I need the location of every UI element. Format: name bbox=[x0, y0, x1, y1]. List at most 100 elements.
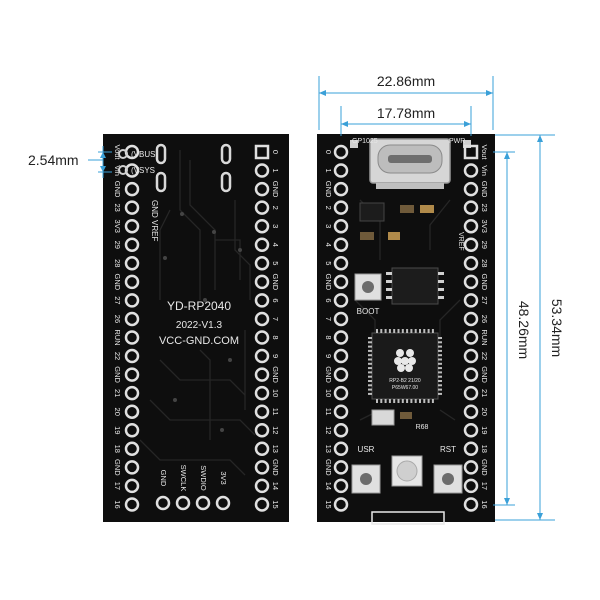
front-pin-pad bbox=[463, 200, 479, 215]
back-pin-label-left: 26 bbox=[113, 315, 122, 323]
front-pin-label-right: GND bbox=[480, 459, 489, 476]
front-pin-pad bbox=[333, 460, 349, 475]
back-pin-label-right: 1 bbox=[271, 168, 280, 172]
front-pin-label-left: 14 bbox=[324, 482, 333, 490]
front-pin-pad bbox=[333, 404, 349, 419]
front-pin-pad bbox=[333, 367, 349, 382]
pin-row-length-label: 48.26mm bbox=[516, 301, 532, 359]
back-pin-label-right: 12 bbox=[271, 426, 280, 434]
front-pin-label-left: 2 bbox=[324, 206, 333, 210]
front-pin-pad-square bbox=[463, 144, 479, 160]
back-pin-pad bbox=[254, 367, 270, 382]
smd-led-right bbox=[463, 140, 471, 148]
front-pin-label-left: 0 bbox=[324, 150, 333, 154]
front-pin-pad bbox=[333, 423, 349, 438]
gp1025-label: GP1025 bbox=[352, 138, 378, 145]
back-pin-label-left: 3V3 bbox=[113, 220, 122, 233]
back-pin-label-left: 23 bbox=[113, 203, 122, 211]
front-pin-label-left: 5 bbox=[324, 261, 333, 265]
flash-chip bbox=[391, 267, 439, 305]
back-vsys-label: (VSYS bbox=[131, 166, 155, 175]
back-pin-label-right: 11 bbox=[271, 408, 280, 416]
chip-marking-2: P65W67.00 bbox=[392, 385, 418, 391]
front-pin-pad bbox=[333, 218, 349, 234]
front-pin-label-left: 10 bbox=[324, 389, 333, 397]
back-pin-label-right: 10 bbox=[271, 389, 280, 397]
board-length-label: 53.34mm bbox=[549, 299, 565, 357]
back-small-pad bbox=[118, 149, 128, 159]
back-pin-label-left: 18 bbox=[113, 445, 122, 453]
front-pin-label-right: 22 bbox=[480, 352, 489, 360]
back-pin-label-right: 14 bbox=[271, 482, 280, 490]
front-pin-labels: 01GND2345GND6789GND10111213GND1415VoutVi… bbox=[324, 144, 489, 508]
front-pin-label-right: 28 bbox=[480, 259, 489, 267]
back-pin-pad bbox=[254, 497, 270, 512]
back-pin-label-right: 0 bbox=[271, 150, 280, 154]
back-pin-pad bbox=[254, 274, 270, 290]
front-pin-pad bbox=[333, 274, 349, 290]
back-pin-label-right: 7 bbox=[271, 317, 280, 321]
rgb-led-lens bbox=[396, 460, 418, 482]
back-pin-pad bbox=[124, 181, 140, 197]
regulator-chip bbox=[359, 202, 385, 222]
front-pin-label-left: 9 bbox=[324, 354, 333, 358]
front-pin-pad bbox=[333, 330, 349, 345]
back-pin-label-right: 3 bbox=[271, 224, 280, 228]
back-pin-label-right: 6 bbox=[271, 298, 280, 302]
front-pin-pad bbox=[463, 237, 479, 252]
swd-label: SWCLK bbox=[179, 465, 188, 492]
front-pin-label-right: GND bbox=[480, 274, 489, 291]
front-pin-label-right: 17 bbox=[480, 482, 489, 490]
front-pin-label-right: 23 bbox=[480, 203, 489, 211]
back-small-pad bbox=[118, 165, 128, 175]
rp2040-chip-legs bbox=[368, 329, 442, 403]
back-pin-pad bbox=[124, 478, 140, 494]
crystal bbox=[371, 409, 395, 426]
front-pin-pad bbox=[333, 348, 349, 364]
front-pin-label-left: 15 bbox=[324, 500, 333, 508]
front-pin-label-right: 3V3 bbox=[480, 220, 489, 233]
usb-c-pins bbox=[376, 183, 444, 189]
back-pin-pad bbox=[124, 460, 140, 475]
back-pin-pad bbox=[254, 256, 270, 271]
back-pin-pad bbox=[124, 441, 140, 457]
back-pin-label-right: 4 bbox=[271, 243, 280, 247]
front-pin-label-right: GND bbox=[480, 181, 489, 198]
back-pin-label-right: 8 bbox=[271, 335, 280, 339]
front-pin-label-left: 12 bbox=[324, 426, 333, 434]
smd-resistor bbox=[360, 232, 374, 240]
front-pin-pad bbox=[463, 274, 479, 290]
back-pin-pad bbox=[254, 163, 270, 178]
back-pin-label-right: GND bbox=[271, 274, 280, 291]
back-traces bbox=[139, 150, 256, 476]
smd-capacitor bbox=[420, 205, 434, 213]
back-pin-pad bbox=[124, 348, 140, 364]
back-pin-pad bbox=[254, 181, 270, 197]
front-pin-label-right: Vin bbox=[480, 165, 489, 176]
swd-label: GND bbox=[159, 470, 168, 487]
back-pin-pad bbox=[124, 367, 140, 382]
front-pin-pad bbox=[463, 423, 479, 438]
rst-label: RST bbox=[440, 445, 456, 454]
swd-label: SWDIO bbox=[199, 465, 208, 491]
board-width-label: 22.86mm bbox=[377, 73, 435, 89]
front-pin-pad bbox=[333, 181, 349, 197]
back-pin-pad bbox=[124, 218, 140, 234]
front-pin-pad bbox=[463, 163, 479, 178]
back-pin-pad bbox=[254, 385, 270, 401]
back-slot-pad bbox=[155, 171, 167, 193]
front-pin-pad bbox=[463, 367, 479, 382]
back-slot-pad bbox=[220, 143, 232, 165]
back-pin-pad bbox=[254, 441, 270, 457]
r68-label: R68 bbox=[416, 424, 429, 431]
board-back: VoutVinGND233V32928GND2726RUN22GND212019… bbox=[103, 134, 289, 522]
front-pin-pad bbox=[333, 293, 349, 308]
back-pin-label-left: RUN bbox=[113, 329, 122, 345]
back-pin-label-left: GND bbox=[113, 366, 122, 383]
back-pin-pad bbox=[124, 423, 140, 438]
rst-button-cap bbox=[442, 473, 454, 485]
front-pin-label-right: 19 bbox=[480, 426, 489, 434]
back-pin-label-left: 19 bbox=[113, 426, 122, 434]
front-pin-label-left: GND bbox=[324, 274, 333, 291]
